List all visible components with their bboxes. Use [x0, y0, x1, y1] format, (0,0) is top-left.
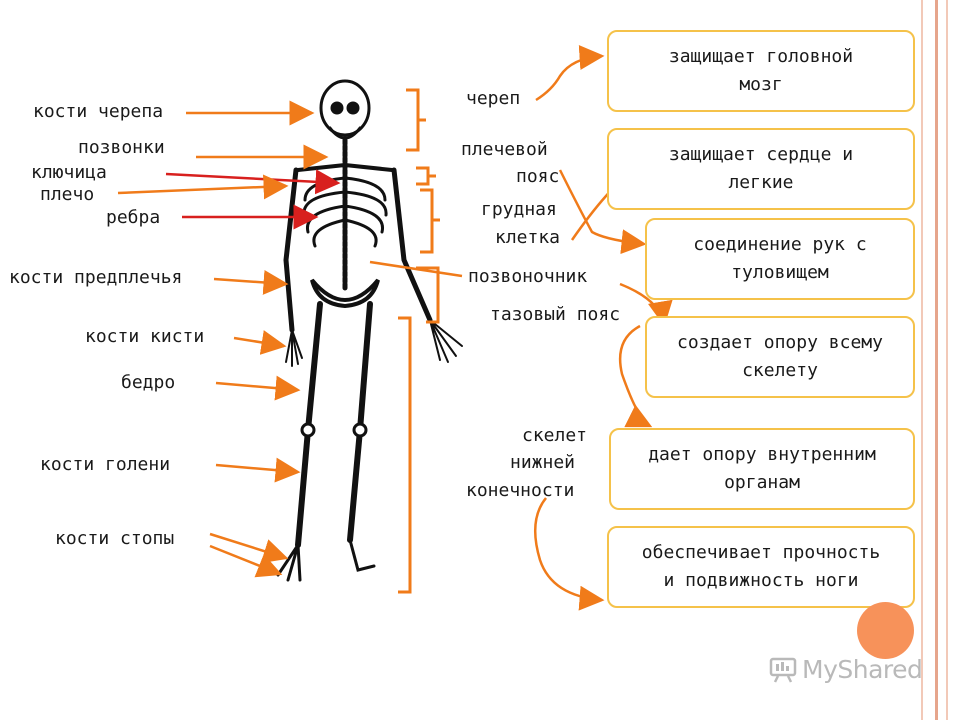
connector-spine	[618, 324, 653, 428]
part-shoulder-girdle-1: плечевой	[461, 139, 548, 160]
edge-stripe-3	[946, 0, 948, 720]
part-shoulder-girdle-2: пояс	[516, 166, 560, 187]
connector-shoulder-girdle	[558, 169, 647, 255]
connector-skull	[535, 45, 605, 102]
label-forearm: кости предплечья	[9, 267, 183, 288]
part-chest-2: клетка	[495, 227, 561, 248]
label-hand: кости кисти	[85, 326, 205, 347]
connector-lower-limb	[534, 497, 605, 611]
label-ribs: ребра	[106, 207, 161, 228]
bracket-skull	[406, 88, 420, 152]
part-lower-limb-2: нижней	[510, 452, 576, 473]
arrow-shoulder	[117, 174, 289, 200]
bracket-chest	[420, 188, 434, 254]
edge-stripe-2	[935, 0, 938, 720]
part-lower-limb-1: скелет	[522, 425, 588, 446]
label-clavicle: ключица	[31, 162, 107, 183]
watermark-brand: MyShared	[802, 654, 923, 684]
function-box-heart-lungs: защищает сердце и легкие	[607, 128, 915, 210]
brackets	[398, 88, 440, 594]
arrow-clavicle	[165, 169, 341, 195]
label-shin: кости голени	[40, 454, 171, 475]
presentation-board-icon	[769, 657, 797, 683]
arrow-foot-1	[209, 532, 289, 564]
function-box-internal-organs: дает опору внутренним органам	[609, 428, 915, 510]
edge-stripe-1	[921, 0, 923, 720]
label-femur: бедро	[121, 372, 176, 393]
part-spine: позвоночник	[468, 266, 588, 287]
bracket-pelvis	[416, 266, 440, 324]
decorative-circle	[857, 602, 914, 659]
arrow-femur	[215, 375, 301, 401]
part-chest-1: грудная	[481, 199, 557, 220]
function-box-leg-strength: обеспечивает прочность и подвижность ног…	[607, 526, 915, 608]
function-box-support-skeleton: создает опору всему скелету	[645, 316, 915, 398]
part-lower-limb-3: конечности	[466, 480, 575, 501]
bracket-lower-limb	[398, 316, 412, 594]
function-box-brain: защищает головной мозг	[607, 30, 915, 112]
arrow-foot-2	[209, 544, 283, 578]
watermark-logo: MyShared	[768, 654, 923, 684]
bracket-shoulder-girdle	[416, 166, 430, 186]
label-shoulder: плечо	[40, 184, 95, 205]
part-skull: череп	[466, 88, 521, 109]
connector-spine-line	[369, 260, 463, 278]
label-vertebrae: позвонки	[78, 137, 165, 158]
arrow-forearm	[213, 269, 289, 295]
arrow-shin	[215, 457, 301, 483]
function-box-arms-torso: соединение рук с туловищем	[645, 218, 915, 300]
arrow-hand	[233, 330, 287, 355]
label-foot: кости стопы	[55, 528, 175, 549]
label-skull-bones: кости черепа	[33, 101, 164, 122]
left-pointer-arrows	[117, 100, 341, 578]
part-pelvic-girdle: тазовый пояс	[490, 304, 621, 325]
